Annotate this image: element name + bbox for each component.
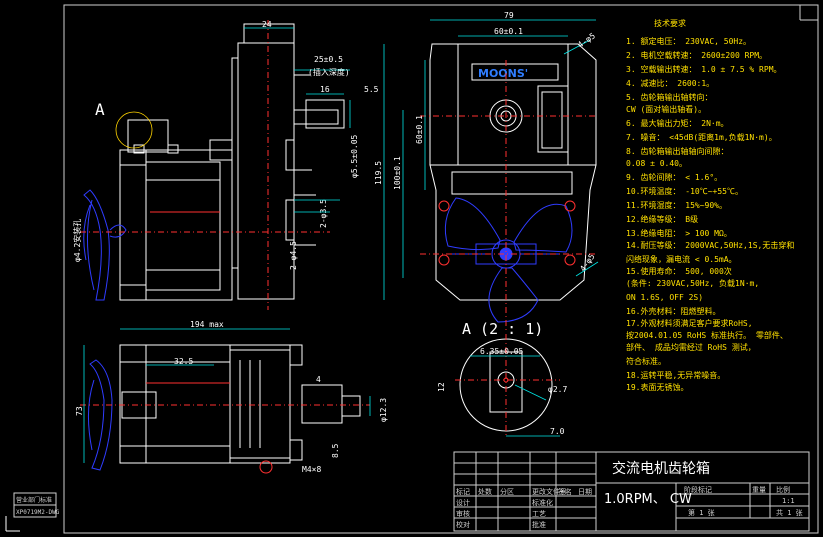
dim-5-5: 5.5	[364, 85, 379, 94]
dim-offset: 25±0.5	[314, 55, 343, 64]
tech-item: ON 1.6S, OFF 2S)	[626, 293, 703, 302]
tech-item: 5. 齿轮箱输出轴转向：	[626, 92, 712, 102]
tech-item: 17.外观材料须满足客户要求RoHS,	[626, 318, 753, 328]
title-cell: 更改文件号	[532, 487, 567, 496]
dim-12: 12	[437, 382, 446, 392]
tech-item: (条件: 230VAC,50Hz, 负载1N·m,	[626, 278, 759, 288]
title-cell: 签名	[558, 487, 572, 496]
dim-hole-note: 4-φ5	[576, 31, 597, 50]
title-cell: 分区	[500, 487, 514, 496]
title-cell: 标记	[456, 487, 470, 496]
tech-item: 13.绝缘电阻： > 100 MΩ。	[626, 228, 732, 238]
drawing-stamp: 营业部门标准 XP0719M2-DWG	[13, 492, 60, 518]
dim-8-5: 8.5	[331, 443, 340, 458]
tech-item: 18.运转平稳,无异常噪音。	[626, 370, 725, 380]
dim-16: 16	[320, 85, 330, 94]
dim-phi-2-7: φ2.7	[548, 385, 567, 394]
dim-insert-depth: (插入深度)	[308, 67, 350, 77]
dim-width-79: 79	[504, 11, 514, 20]
dim-7-0: 7.0	[550, 427, 565, 436]
tech-item: 9. 齿轮间隙： < 1.6°。	[626, 172, 722, 182]
tech-item: 2. 电机空载转速： 2600±200 RPM。	[626, 50, 767, 60]
dim-100-vertical: 100±0.1	[393, 156, 402, 190]
brand-logo: MOONS'	[478, 67, 528, 80]
dim-119-5: 119.5	[374, 161, 383, 185]
title-cell: 处数	[478, 487, 492, 496]
tech-title: 技术要求	[654, 18, 686, 28]
drawing-subtitle: 1.0RPM、 CW	[604, 492, 692, 507]
tech-item: 4. 减速比： 2600:1。	[626, 78, 714, 88]
tech-item: 8. 齿轮箱输出轴轴向间隙：	[626, 146, 728, 156]
title-weight: 重量	[752, 486, 766, 494]
title-block: 交流电机齿轮箱 1.0RPM、 CW 标记 处数 分区 更改文件号 签名 日期 …	[453, 451, 810, 532]
stamp-line-2: XP0719M2-DWG	[16, 509, 60, 516]
title-scale: 1:1	[782, 497, 795, 505]
dim-73: 73	[75, 406, 84, 416]
title-scale-header: 比例	[776, 485, 790, 494]
detail-a-callout	[115, 111, 153, 149]
dim-4: 4	[316, 375, 321, 384]
title-sheet: 第 1 张	[688, 508, 715, 517]
dim-6-35: 6.35±0.05	[480, 347, 524, 356]
dim-60-vertical: 60±0.1	[415, 115, 424, 144]
drawing-frame	[63, 4, 819, 534]
tech-item: CW (面对输出轴看)。	[626, 104, 706, 114]
dim-hole-ref: 4-φ5	[578, 252, 597, 273]
tech-item: 6. 最大输出力矩： 2N·m。	[626, 118, 729, 128]
drawing-title: 交流电机齿轮箱	[612, 460, 710, 477]
tech-item: 14.耐压等级： 2000VAC,50Hz,1S,无击穿和	[626, 240, 794, 250]
tech-item: 按2004.01.05 RoHS 标准执行。 零部件、	[626, 330, 788, 340]
ucs-axis-icon	[5, 516, 20, 532]
detail-a-scale-label: A (2 : 1)	[462, 320, 543, 338]
side-view-dimensions: 24 25±0.5 (插入深度) 16 5.5 φ5.5±0.05 2-φ3.5…	[72, 20, 379, 270]
dim-2-phi-4-5: 2-φ4.5	[289, 241, 298, 270]
bottom-view	[80, 344, 370, 474]
tech-item: 闪络现象，漏电流 < 0.5mA。	[626, 254, 737, 264]
tech-item: 15.使用寿命： 500, 000次	[626, 266, 732, 276]
dim-60-horizontal: 60±0.1	[494, 27, 523, 36]
dim-2-phi-3-5: 2-φ3.5	[319, 199, 328, 228]
title-cell: 批准	[532, 520, 546, 529]
tech-item: 符合标准。	[626, 356, 666, 366]
dim-phi-5-5: φ5.5±0.05	[350, 134, 359, 178]
bottom-view-dimensions: 194 max 73 32.5 4 φ12.3 8.5 M4×8	[75, 320, 388, 474]
title-stage: 阶段标记	[684, 485, 712, 494]
tech-item: 3. 空载输出转速： 1.0 ± 7.5 % RPM。	[626, 64, 782, 74]
title-cell: 标准化	[532, 498, 553, 507]
tech-item: 0.08 ± 0.40。	[626, 159, 687, 168]
stamp-line-1: 营业部门标准	[16, 496, 52, 504]
dim-left-mounting: φ4.2安装孔	[72, 219, 82, 262]
dim-phi-12-3: φ12.3	[379, 398, 388, 422]
front-view: MOONS'	[420, 43, 597, 330]
title-cell: 校对	[456, 520, 470, 529]
title-cell: 工艺	[532, 510, 546, 518]
tech-item: 19.表面无锈蚀。	[626, 382, 688, 392]
tech-item: 10.环境温度： -10℃~+55℃。	[626, 186, 743, 196]
title-cell: 审核	[456, 509, 470, 518]
tech-item: 12.绝缘等级： B级	[626, 214, 698, 224]
detail-a-view: 6.35±0.05 12 φ2.7 7.0 A (2 : 1)	[437, 320, 567, 437]
side-view	[80, 20, 345, 310]
tech-item: 部件、 成品均需经过 RoHS 测试，	[626, 342, 756, 352]
tech-item: 16.外壳材料：阻燃塑料。	[626, 306, 720, 316]
section-label-a: A	[95, 100, 105, 119]
technical-requirements: 技术要求 1. 额定电压： 230VAC, 50Hz。 2. 电机空载转速： 2…	[626, 18, 794, 392]
dim-194-max: 194 max	[190, 320, 224, 329]
title-cell: 设计	[456, 498, 470, 507]
tech-item: 1. 额定电压： 230VAC, 50Hz。	[626, 36, 751, 46]
title-sheets: 共 1 张	[776, 508, 803, 517]
tech-item: 7. 噪音： <45dB(距离1m,负载1N·m)。	[626, 132, 777, 142]
dim-32-5: 32.5	[174, 357, 193, 366]
tech-item: 11.环境湿度： 15%~90%。	[626, 200, 727, 210]
title-cell: 日期	[578, 488, 592, 496]
dim-width-top: 24	[262, 20, 272, 29]
front-view-dimensions: 79 60±0.1 60±0.1 100±0.1 119.5 4-φ5 4-φ5	[374, 11, 599, 300]
dim-screw-note: M4×8	[302, 465, 321, 474]
